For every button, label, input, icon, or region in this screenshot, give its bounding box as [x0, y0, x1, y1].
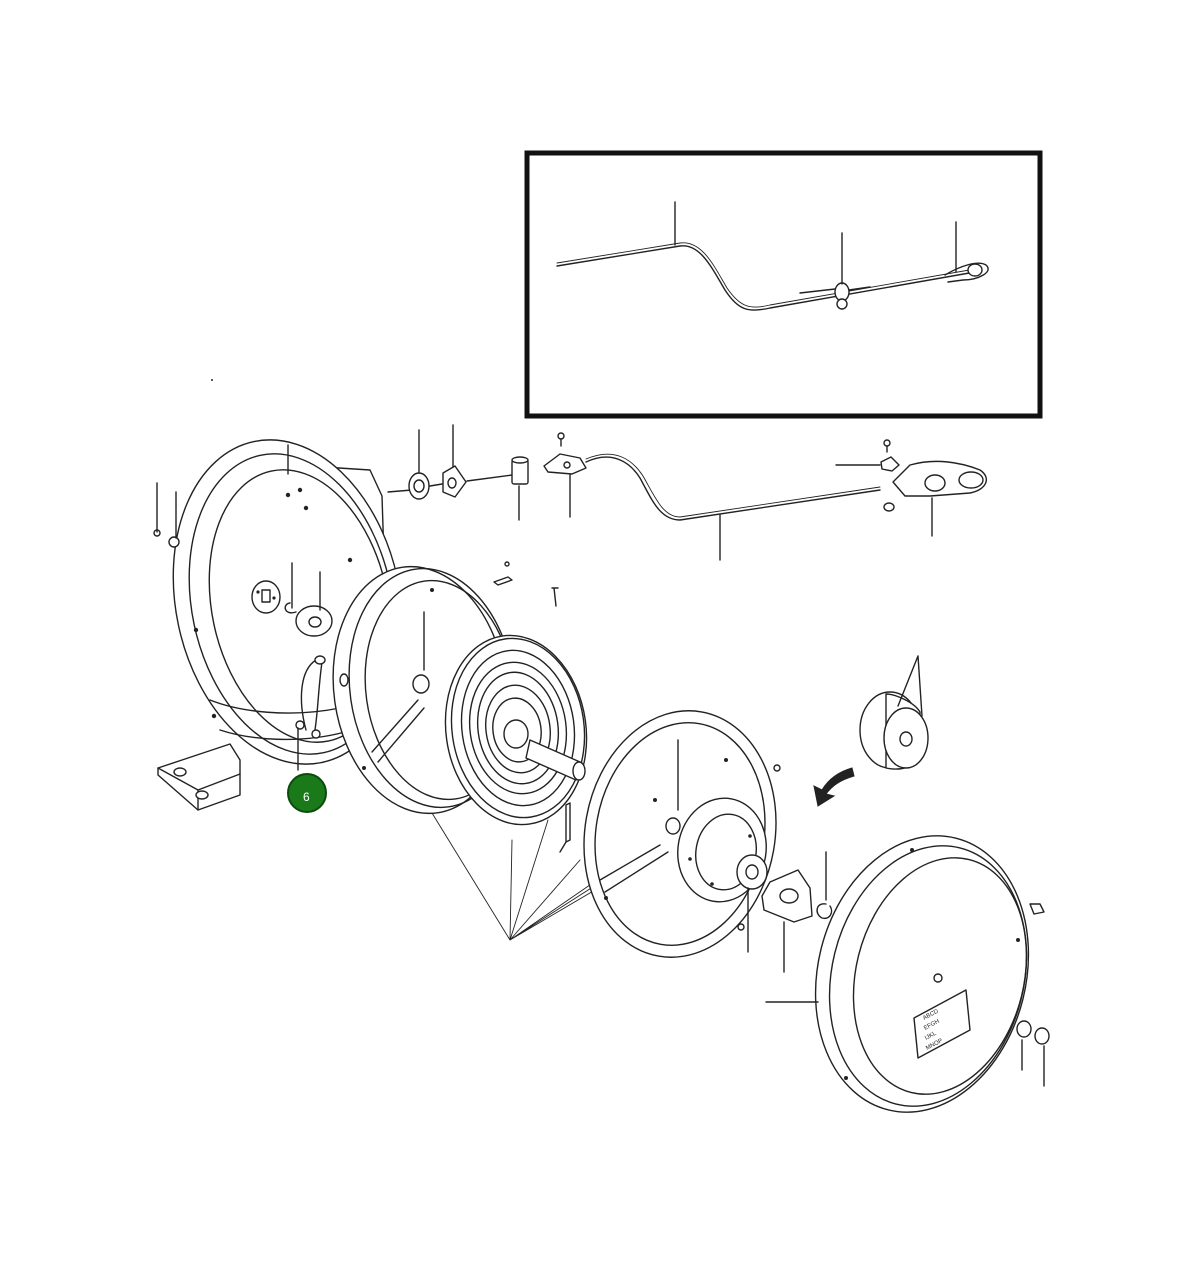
inset-cable-eye [944, 262, 989, 283]
ground-screw [295, 720, 305, 730]
cover-vent [933, 973, 943, 983]
retaining-ring-rear [284, 602, 297, 614]
drum-plate [583, 710, 781, 958]
hose-cable [585, 456, 881, 521]
spring-arbor [525, 739, 586, 781]
cover-nut-washer [1016, 1020, 1050, 1087]
callout-6-circle[interactable] [287, 773, 327, 813]
pin [551, 587, 559, 607]
clamp-screw [557, 432, 565, 447]
hook-screw [883, 439, 891, 453]
cable-assembly [387, 424, 988, 561]
ratchet-disc [761, 869, 813, 973]
guide-bushing [442, 465, 467, 498]
inset-frame [524, 150, 1043, 419]
cover-nameplate: ABCD EFGH IJKL MNOP [913, 989, 971, 1059]
spool-drum [859, 655, 929, 770]
ring-hub [412, 674, 430, 694]
axle-flange [251, 580, 281, 614]
callout-6-label: 6 [303, 790, 310, 804]
inset-cable-clamp [834, 282, 850, 302]
hook-nut [880, 456, 900, 472]
callout-6[interactable]: 6 [287, 773, 327, 813]
cable-assembly-inset [524, 150, 1043, 419]
cable-clamp [543, 453, 587, 475]
housing-bolt [153, 529, 180, 548]
plate-line-3: IJKL [924, 1031, 938, 1042]
retaining-clip [816, 851, 833, 920]
small-hardware [493, 561, 571, 853]
key [493, 576, 513, 586]
hook-washer [883, 502, 895, 512]
cable-end-hook [892, 460, 988, 497]
cover-latch [1029, 903, 1045, 915]
mounting-bracket [157, 743, 241, 811]
front-cover: ABCD EFGH IJKL MNOP [765, 835, 1050, 1113]
bushing-nut [408, 472, 430, 500]
stop-bumper [511, 456, 529, 485]
power-spring [431, 634, 661, 941]
rotation-arrow [813, 767, 855, 807]
drum-center-hole [665, 817, 681, 835]
spring-leader-fan [431, 812, 661, 941]
rear-spacer-washer [295, 605, 333, 637]
roll-pin [565, 802, 571, 843]
ring-rivet [339, 673, 349, 687]
inset-cable [556, 245, 976, 311]
